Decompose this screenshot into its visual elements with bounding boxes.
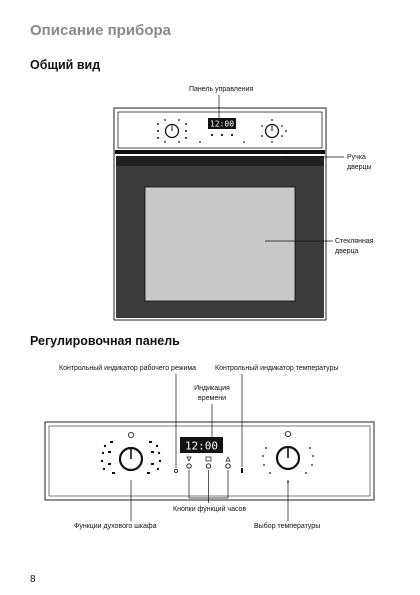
temperature-knob [262, 430, 314, 483]
temperature-indicator-lamp [241, 468, 243, 473]
display-digits-small: 12:00 [210, 120, 234, 129]
time-display-small: 12:00 [199, 118, 245, 143]
label-temp-selector: Выбор температуры [254, 523, 321, 530]
clock-select-icon [205, 456, 212, 462]
label-glass-door-line2: дверца [335, 248, 359, 255]
section-heading-control-panel: Регулировочная панель [30, 334, 180, 348]
clock-buttons [186, 456, 231, 469]
section-heading-overview: Общий вид [30, 58, 101, 72]
clock-button-minus[interactable] [186, 463, 192, 469]
label-door-handle-line1: Ручка [347, 154, 366, 161]
clock-button-select[interactable] [205, 463, 212, 469]
off-symbol-icon [127, 431, 134, 438]
control-panel-illustration: 12:00 [44, 421, 375, 501]
off-symbol-icon [284, 430, 291, 437]
oven-front-illustration: 12:00 [113, 107, 327, 321]
mode-indicator-lamp [173, 468, 178, 473]
page-title: Описание прибора [30, 22, 171, 39]
clock-button-plus[interactable] [225, 463, 231, 469]
oven-function-knob [100, 431, 162, 474]
label-oven-functions: Функции духового шкафа [74, 523, 157, 530]
label-door-handle-line2: дверцы [347, 164, 372, 171]
glass-window [144, 186, 296, 302]
page-number: 8 [30, 574, 36, 585]
plus-arrow-icon [225, 456, 231, 462]
door-handle [115, 150, 325, 154]
label-time-display-line2: времени [198, 395, 226, 402]
label-control-panel: Панель управления [189, 86, 254, 93]
display-digits: 12:00 [185, 440, 218, 453]
label-clock-buttons: Кнопки функций часов [173, 506, 247, 513]
label-temp-indicator: Контрольный индикатор температуры [215, 365, 339, 372]
oven-function-knob-small [157, 119, 187, 143]
minus-arrow-icon [186, 456, 192, 462]
label-time-display-line1: Индикация [194, 385, 230, 392]
label-glass-door-line1: Стеклянная [335, 238, 374, 245]
time-display: 12:00 [180, 437, 223, 453]
temperature-knob-small [261, 119, 287, 143]
label-mode-indicator: Контрольный индикатор рабочего режима [59, 365, 197, 372]
